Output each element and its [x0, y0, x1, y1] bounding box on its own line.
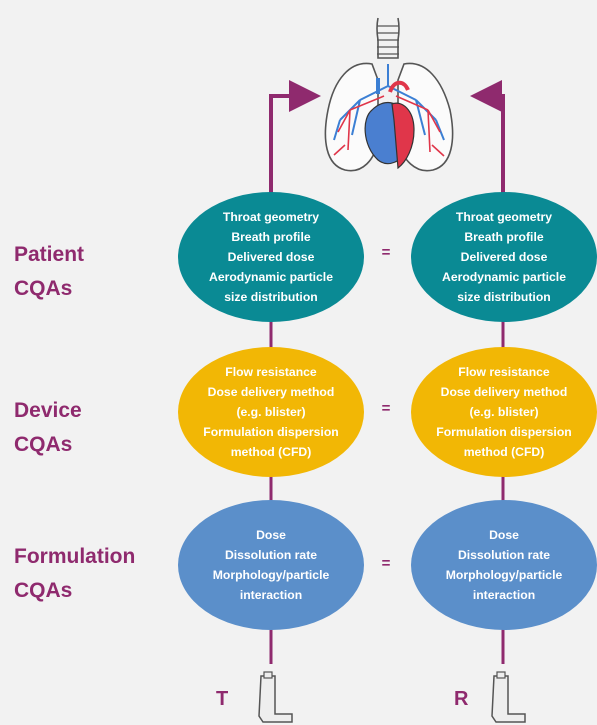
equals-sign: = — [381, 555, 391, 572]
test-inhaler-label: T — [216, 688, 229, 710]
equals-sign: = — [381, 244, 391, 261]
left-arrow-line — [269, 80, 321, 196]
equals-sign: = — [381, 400, 391, 417]
inhaler-icon — [491, 671, 526, 723]
inhaler-icon — [258, 671, 293, 723]
lungs-heart-icon — [324, 17, 454, 172]
right-arrow-line — [470, 80, 505, 196]
reference-inhaler-label: R — [454, 688, 469, 710]
